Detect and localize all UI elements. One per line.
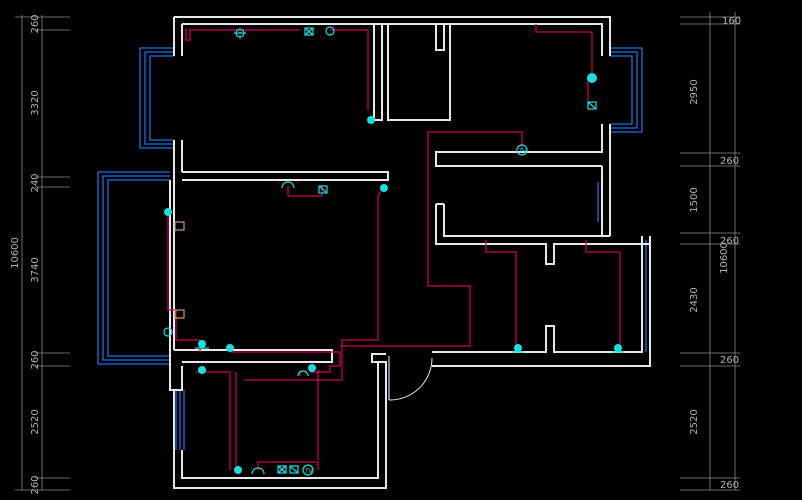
- light-icon: [226, 344, 234, 352]
- switch-icon: [281, 181, 295, 189]
- dim-right-3: 260: [720, 156, 739, 167]
- light-icon: [198, 366, 206, 374]
- light-icon: [512, 344, 524, 353]
- light-icon: [234, 466, 242, 474]
- dim-left-1: 260: [30, 14, 41, 33]
- dim-left-total: 10600: [10, 237, 21, 269]
- dim-right-4: 1500: [689, 187, 700, 212]
- light-icon: [234, 28, 246, 38]
- light-icon: [195, 340, 209, 349]
- dim-right-2: 2950: [689, 79, 700, 104]
- dim-right-6: 2430: [689, 287, 700, 312]
- dim-left-5: 260: [30, 350, 41, 369]
- dim-right-7: 260: [720, 355, 739, 366]
- light-icon: [367, 116, 375, 124]
- right-dimension-chain: 160 2950 260 1500 260 10600 2430 260 252…: [680, 12, 741, 491]
- light-icon: [163, 327, 173, 337]
- socket-icon: [587, 101, 597, 110]
- dim-left-7: 260: [30, 475, 41, 494]
- light-icon: [587, 73, 597, 83]
- dim-right-total: 10600: [719, 242, 730, 274]
- dim-left-6: 2520: [30, 409, 41, 434]
- dim-right-8: 2520: [689, 409, 700, 434]
- light-icon: [164, 208, 172, 216]
- light-icon: [380, 184, 388, 192]
- wiring: [167, 24, 621, 471]
- left-dimension-chain: 10600 260 3320 240 3740 260 2520 260: [10, 14, 70, 495]
- socket-icon: [289, 465, 299, 474]
- tv-socket-icon: TV: [302, 464, 314, 476]
- dim-left-2: 3320: [30, 90, 41, 115]
- svg-text:TV: TV: [304, 468, 314, 475]
- socket-icon: [318, 185, 328, 194]
- svg-text:TV: TV: [518, 148, 528, 155]
- light-icon: [308, 364, 316, 372]
- dim-left-4: 3740: [30, 257, 41, 282]
- switch-icon: [251, 467, 265, 475]
- dim-right-5: 260: [720, 236, 739, 247]
- switch-icon: [174, 309, 185, 319]
- fixtures: TV TV: [163, 26, 624, 476]
- windows: [97, 47, 651, 450]
- light-icon: [612, 344, 624, 353]
- socket-icon: [304, 27, 314, 36]
- dim-left-3: 240: [30, 173, 41, 192]
- tv-socket-icon: TV: [516, 144, 528, 156]
- switch-icon: [297, 370, 309, 377]
- walls: [169, 16, 651, 489]
- light-icon: [325, 26, 335, 36]
- switch-icon: [174, 221, 185, 231]
- dim-right-9: 260: [720, 480, 739, 491]
- socket-icon: [277, 465, 287, 474]
- dim-right-1: 160: [722, 16, 741, 27]
